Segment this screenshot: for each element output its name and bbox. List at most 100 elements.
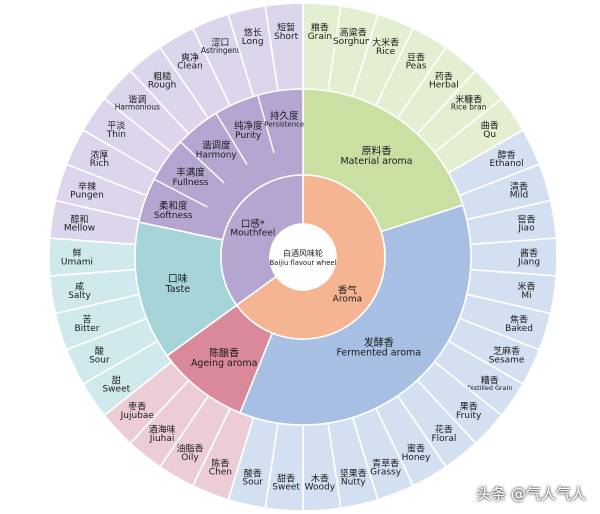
outer-label-harmonious-zh: 谐调 [128,94,146,105]
outer-label-sweet-en: Sweet [272,483,300,493]
outer-label-woody-en: Woody [305,483,336,493]
outer-label-honey-en: Honey [402,453,432,463]
outer-label-herbal-zh: 药香 [435,71,453,82]
outer-label-baked-en: Baked [505,324,533,334]
outer-label-fruity-zh: 果香 [460,402,478,413]
outer-label-astringent-zh: 涩口 [211,38,229,49]
outer-label-thin-en: Thin [106,130,126,140]
mouthfeel-label-fullness-en: Fullness [172,178,208,188]
outer-label-chen-en: Chen [209,468,232,478]
outer-label-rich-zh: 浓厚 [90,150,108,161]
outer-label-grassy-zh: 青草香 [372,457,399,469]
outer-label-bitter-zh: 苦 [82,314,91,326]
outer-label-distilled-grain-en: Distilled Grain [467,384,512,392]
inner-label-aroma-en: Aroma [333,295,362,305]
mouthfeel-label-purity-en: Purity [235,131,262,141]
outer-label-jiao-en: Jiao [517,224,535,234]
outer-label-rice-en: Rice [376,47,396,57]
outer-label-sweet-en: Sweet [102,385,130,395]
outer-label-jujubae-en: Jujubae [120,411,155,421]
outer-label-sour-en: Sour [242,478,263,488]
outer-label-mellow-en: Mellow [64,224,95,234]
outer-label-nutty-en: Nutty [341,478,366,488]
outer-label-floral-en: Floral [431,434,456,444]
outer-label-jiang-en: Jiang [517,257,540,267]
outer-label-jiang-zh: 酱香 [520,247,538,259]
outer-label-rice-bran-en: Rice bran [451,103,487,112]
outer-label-rough-zh: 粗糙 [153,70,171,82]
wheel-center-label-zh: 白酒风味轮 [283,248,323,258]
outer-label-mi-zh: 米香 [517,281,535,293]
outer-label-grassy-en: Grassy [370,468,402,478]
outer-label-peas-zh: 豆香 [407,52,425,63]
outer-label-oily-en: Oily [181,453,199,463]
outer-label-long-en: Long [242,37,264,47]
inner-label-mouthfeel-en: Mouthfeel [230,228,275,238]
outer-label-sweet-zh: 甜 [112,374,121,386]
outer-label-mild-zh: 清香 [510,180,528,192]
mouthfeel-label-fullness-zh: 丰满度 [176,167,205,179]
outer-label-qu-zh: 曲香 [481,121,499,132]
outer-label-jujubae-zh: 枣香 [128,402,146,413]
outer-label-sweet-zh: 甜香 [277,472,295,484]
outer-label-short-en: Short [274,32,299,42]
watermark: 头条 @气人气人 [476,485,586,503]
inner-label-mouthfeel: 口感*Mouthfeel [230,218,275,238]
mouthfeel-label-persistence-zh: 持久度 [270,110,299,122]
outer-label-pungen-zh: 辛辣 [78,180,96,192]
outer-label-fruity-en: Fruity [456,411,482,421]
outer-label-rough-en: Rough [148,81,176,91]
outer-label-mellow-zh: 醇和 [70,213,88,225]
outer-label-grain-en: Grain [308,32,332,42]
outer-label-qu-en: Qu [483,130,496,140]
mouthfeel-divider [215,112,248,165]
middle-label-fermented-aroma-en: Fermented aroma [336,348,421,359]
outer-label-sesame-zh: 芝麻香 [493,345,520,357]
middle-label-ageing-aroma-en: Ageing aroma [191,358,258,369]
mouthfeel-divider [153,178,208,208]
outer-label-jiao-zh: 窖香 [517,213,535,225]
mouthfeel-label-persistence-en: Persistence [264,121,304,129]
outer-label-sour-zh: 酸香 [244,468,262,479]
outer-label-floral-zh: 花香 [435,424,453,436]
outer-label-bitter-en: Bitter [75,324,100,334]
outer-label-thin-zh: 平淡 [107,121,125,132]
outer-label-woody-zh: 木香 [311,472,329,484]
outer-label-distilled-grain-zh: 糟香 [481,374,499,386]
outer-label-jiuhai-zh: 酒海味 [149,424,176,436]
outer-label-rice-zh: 大米香 [372,37,399,49]
middle-label-taste-en: Taste [165,284,191,295]
mouthfeel-label-harmony-zh: 谐调度 [202,139,231,151]
outer-label-rich-en: Rich [90,159,109,169]
